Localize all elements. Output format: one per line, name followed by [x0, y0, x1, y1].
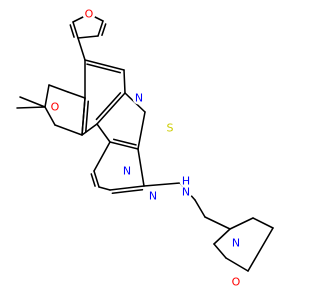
- atom-label-n-morpholine-background: [229, 236, 243, 250]
- atom-label-h-amine-background: [179, 174, 193, 188]
- bond-line: [109, 185, 145, 191]
- bond-line: [204, 216, 231, 230]
- bond-line: [84, 100, 90, 134]
- atom-label-n-amine: N: [182, 186, 190, 199]
- atom-label-n-amine-background: [179, 185, 193, 199]
- bond-layer: [16, 13, 274, 272]
- atom-label-o-furan-background: [82, 7, 96, 21]
- bond-line: [19, 96, 46, 108]
- bond-line: [81, 123, 98, 136]
- bond-line: [96, 92, 126, 125]
- atom-label-o-morpholine-background: [229, 275, 243, 289]
- bond-line: [67, 91, 86, 99]
- bond-line: [54, 124, 83, 136]
- bond-line: [48, 84, 69, 93]
- atom-label-o-pyran: O: [51, 101, 60, 114]
- atom-label-o-pyran-background: [48, 100, 62, 114]
- atom-label-h-amine: H: [182, 175, 190, 188]
- bond-line: [109, 141, 139, 150]
- bond-line: [137, 148, 145, 187]
- bond-line: [44, 106, 56, 126]
- bond-line: [229, 217, 254, 230]
- bond-line: [97, 20, 104, 37]
- bond-line: [93, 170, 100, 188]
- bond-line: [16, 106, 46, 109]
- bond-line: [86, 63, 121, 74]
- atom-label-n-morpholine: N: [232, 237, 240, 250]
- bond-line: [84, 59, 125, 71]
- atom-label-s-thiophene: S: [167, 122, 174, 135]
- bond-line: [112, 138, 137, 146]
- bond-line: [93, 141, 111, 172]
- bond-line: [111, 188, 144, 195]
- bond-line: [252, 217, 274, 229]
- atom-label-n-pyridine-background: [132, 91, 146, 105]
- bond-line: [90, 173, 96, 187]
- bond-line: [123, 69, 126, 94]
- bond-line: [213, 228, 231, 245]
- bond-line: [77, 35, 99, 39]
- atom-label-o-morpholine: O: [232, 276, 241, 289]
- bond-line: [194, 199, 206, 218]
- bond-line: [98, 186, 111, 191]
- bond-line: [96, 123, 111, 143]
- atom-label-s-thiophene-background: [163, 121, 177, 135]
- bond-line: [81, 97, 86, 136]
- bond-line: [137, 111, 146, 150]
- bond-line: [247, 227, 274, 272]
- atom-label-o-furan: O: [85, 8, 94, 21]
- atom-label-n-pyridine: N: [135, 92, 143, 105]
- bond-line: [101, 23, 107, 36]
- bond-line: [44, 84, 50, 108]
- atom-label-n-pyrimidine-2: N: [149, 190, 157, 203]
- bond-line: [95, 92, 122, 121]
- atom-label-n-pyrimidine-2-background: [146, 189, 160, 203]
- bond-line: [213, 243, 227, 259]
- atom-label-n-pyrimidine-1: N: [123, 165, 131, 178]
- bond-line: [69, 24, 75, 38]
- atom-label-n-pyrimidine-1-background: [120, 164, 134, 178]
- bond-line: [72, 21, 79, 39]
- bond-line: [225, 257, 249, 272]
- bond-line: [77, 37, 86, 61]
- bond-line: [143, 182, 181, 187]
